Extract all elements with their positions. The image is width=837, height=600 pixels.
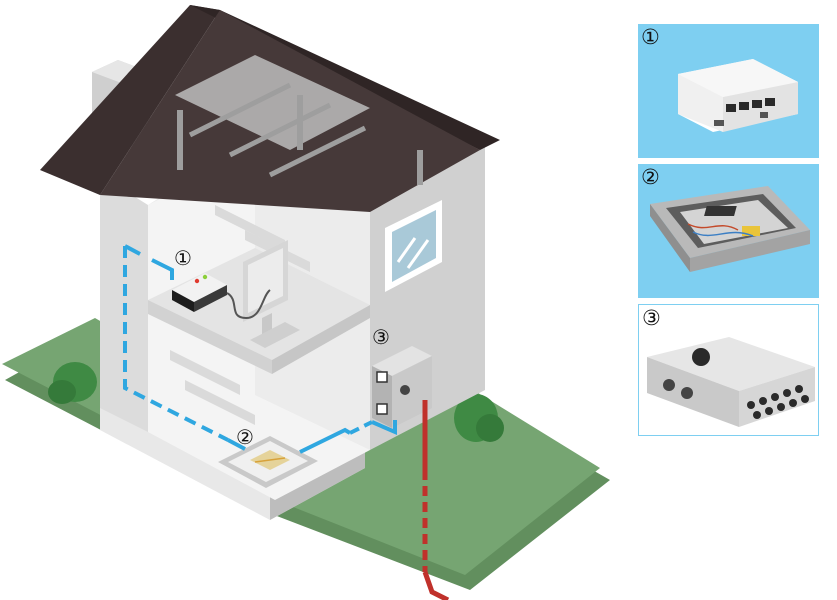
router-device [172, 273, 271, 320]
house-interior [148, 150, 370, 500]
fiber-cable [123, 244, 397, 454]
outdoor-splice-box-icon [647, 337, 815, 427]
panel-number: ③ [642, 306, 661, 330]
roof [40, 5, 500, 212]
marker-router: ① [174, 246, 192, 270]
floor-distribution-box-icon [650, 186, 810, 272]
panel-floor-box: ② [638, 164, 819, 298]
panel-router: ① [638, 24, 819, 158]
marker-floor-box: ② [236, 425, 254, 449]
wall-splice-box [372, 346, 432, 428]
entry-cable [422, 400, 450, 600]
bush-left [48, 362, 97, 404]
panel-wall-box: ③ [638, 304, 819, 436]
fiber-router-icon [678, 59, 798, 132]
floor-distribution-box [218, 436, 318, 488]
panel-number: ① [641, 25, 660, 49]
marker-wall-box: ③ [372, 325, 390, 349]
bush-right [454, 394, 504, 442]
panel-number: ② [641, 165, 660, 189]
monitor-illustration [243, 240, 300, 348]
